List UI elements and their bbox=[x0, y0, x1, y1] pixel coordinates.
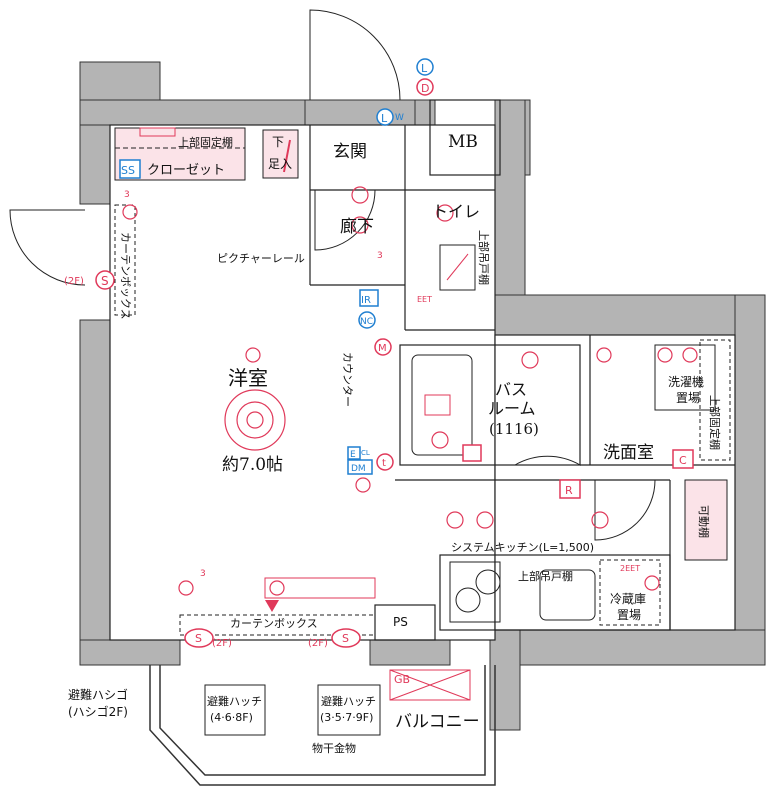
curtain-box-bottom-label: カーテンボックス bbox=[230, 617, 318, 630]
corridor-label: 廊下 bbox=[340, 217, 374, 237]
bath-size: (1116) bbox=[489, 420, 539, 438]
fridge-area bbox=[599, 559, 661, 626]
upper-fixed-shelf-wash-label: 上部固定棚 bbox=[708, 395, 722, 450]
symbol-dm: DM bbox=[351, 464, 366, 474]
curtain-box-left bbox=[114, 204, 136, 316]
fridge-label-2: 置場 bbox=[617, 608, 641, 622]
gb-cross-2 bbox=[389, 669, 471, 701]
eet-fridge: 2EET bbox=[620, 564, 640, 573]
washing-machine-label-2: 置場 bbox=[676, 391, 700, 405]
toilet-mark bbox=[446, 253, 469, 281]
hatch-1-title: 避難ハッチ bbox=[207, 694, 262, 708]
balcony-outline bbox=[149, 665, 496, 786]
symbol-s-left: S bbox=[101, 274, 109, 288]
blue-symbols bbox=[95, 58, 694, 648]
closet-light bbox=[139, 127, 176, 137]
symbol-lw-w: W bbox=[395, 113, 404, 123]
washroom-label: 洗面室 bbox=[603, 443, 654, 463]
hatch-1-floors: (4·6·8F) bbox=[210, 711, 253, 724]
window-light bbox=[264, 577, 376, 599]
hatch-1 bbox=[204, 684, 266, 736]
symbol-L: L bbox=[421, 62, 428, 75]
symbol-m: M bbox=[378, 343, 387, 354]
western-room-area: 約7.0帖 bbox=[222, 455, 283, 475]
system-kitchen-label: システムキッチン(L=1,500) bbox=[451, 541, 594, 554]
fridge-label: 冷蔵庫 bbox=[610, 592, 646, 606]
entrance-label: 玄関 bbox=[333, 142, 367, 162]
escape-ladder-label: 避難ハシゴ bbox=[68, 687, 128, 702]
symbol-r: R bbox=[565, 484, 573, 497]
symbol-gb: GB bbox=[394, 673, 410, 686]
balcony-label: バルコニー bbox=[395, 712, 480, 732]
counter-label: カウンター bbox=[341, 352, 354, 407]
symbol-e: E bbox=[350, 450, 356, 460]
pink-symbols bbox=[122, 186, 698, 596]
hatch-2-title: 避難ハッチ bbox=[321, 694, 376, 708]
curtain-box-bottom bbox=[179, 614, 376, 636]
symbol-s-bottom-2: S bbox=[342, 632, 349, 645]
shoe-box-upper: 下 bbox=[272, 135, 284, 149]
burner-1 bbox=[455, 587, 481, 613]
picture-rail-label: ピクチャーレール bbox=[217, 252, 305, 265]
bathtub bbox=[411, 354, 473, 456]
kitchen-sink bbox=[539, 569, 596, 621]
bath-drain bbox=[424, 394, 451, 416]
upper-fixed-shelf-wash bbox=[699, 339, 731, 461]
mb-label: MB bbox=[448, 132, 478, 152]
toilet-fixture bbox=[439, 244, 476, 291]
symbol-lw-l: L bbox=[381, 112, 388, 125]
shoe-box bbox=[262, 129, 299, 179]
interior-lines bbox=[109, 99, 736, 641]
western-room-label: 洋室 bbox=[228, 366, 268, 390]
floor-2f-bottom-1: (2F) bbox=[212, 638, 232, 649]
upper-cabinet-toilet-label: 上部吊戸棚 bbox=[477, 230, 491, 285]
escape-ladder-sub: (ハシゴ2F) bbox=[68, 704, 128, 719]
burner-2 bbox=[475, 569, 501, 595]
curtain-box-left-label: カーテンボックス bbox=[119, 232, 132, 320]
drying-rack-label: 物干金物 bbox=[312, 741, 356, 755]
gas-boiler bbox=[389, 669, 471, 701]
movable-shelf-area bbox=[684, 479, 728, 561]
toilet-label: トイレ bbox=[432, 202, 480, 221]
floor-2f-left: (2F) bbox=[64, 276, 84, 287]
bath-label-2: ルーム bbox=[488, 399, 536, 418]
stove bbox=[449, 561, 501, 623]
washing-machine-label: 洗濯機 bbox=[668, 374, 704, 389]
symbol-nc: NC bbox=[360, 317, 373, 327]
symbol-c: C bbox=[679, 454, 687, 467]
upper-fixed-shelf-label: 上部固定棚 bbox=[178, 135, 233, 149]
outlet-count-2: 3 bbox=[377, 251, 383, 261]
symbol-ir: IR bbox=[361, 295, 371, 306]
upper-cabinet-kitchen-label: 上部吊戸棚 bbox=[518, 569, 573, 583]
closet-label: クローゼット bbox=[147, 163, 225, 178]
hatch-2-floors: (3·5·7·9F) bbox=[320, 711, 373, 724]
symbol-D: D bbox=[421, 82, 429, 95]
symbol-ss: SS bbox=[121, 164, 135, 177]
outlet-count-1: 3 bbox=[124, 190, 130, 200]
entry-arrow bbox=[265, 600, 279, 612]
washing-machine-area bbox=[654, 344, 716, 411]
doors bbox=[9, 9, 656, 541]
symbol-cl: CL bbox=[361, 449, 370, 457]
movable-shelf-label: 可動棚 bbox=[697, 505, 711, 538]
symbol-t: t bbox=[382, 458, 386, 469]
ps-label: PS bbox=[393, 615, 408, 629]
eet-toilet: EET bbox=[417, 295, 432, 304]
floor-2f-bottom-2: (2F) bbox=[308, 638, 328, 649]
shoe-box-mark bbox=[283, 139, 291, 173]
bath-label-1: バス bbox=[495, 380, 527, 399]
outlet-count-3: 3 bbox=[200, 569, 206, 579]
symbol-s-bottom-1: S bbox=[195, 632, 202, 645]
hatch-2 bbox=[317, 684, 381, 736]
shoe-box-lower: 足入 bbox=[268, 157, 292, 171]
